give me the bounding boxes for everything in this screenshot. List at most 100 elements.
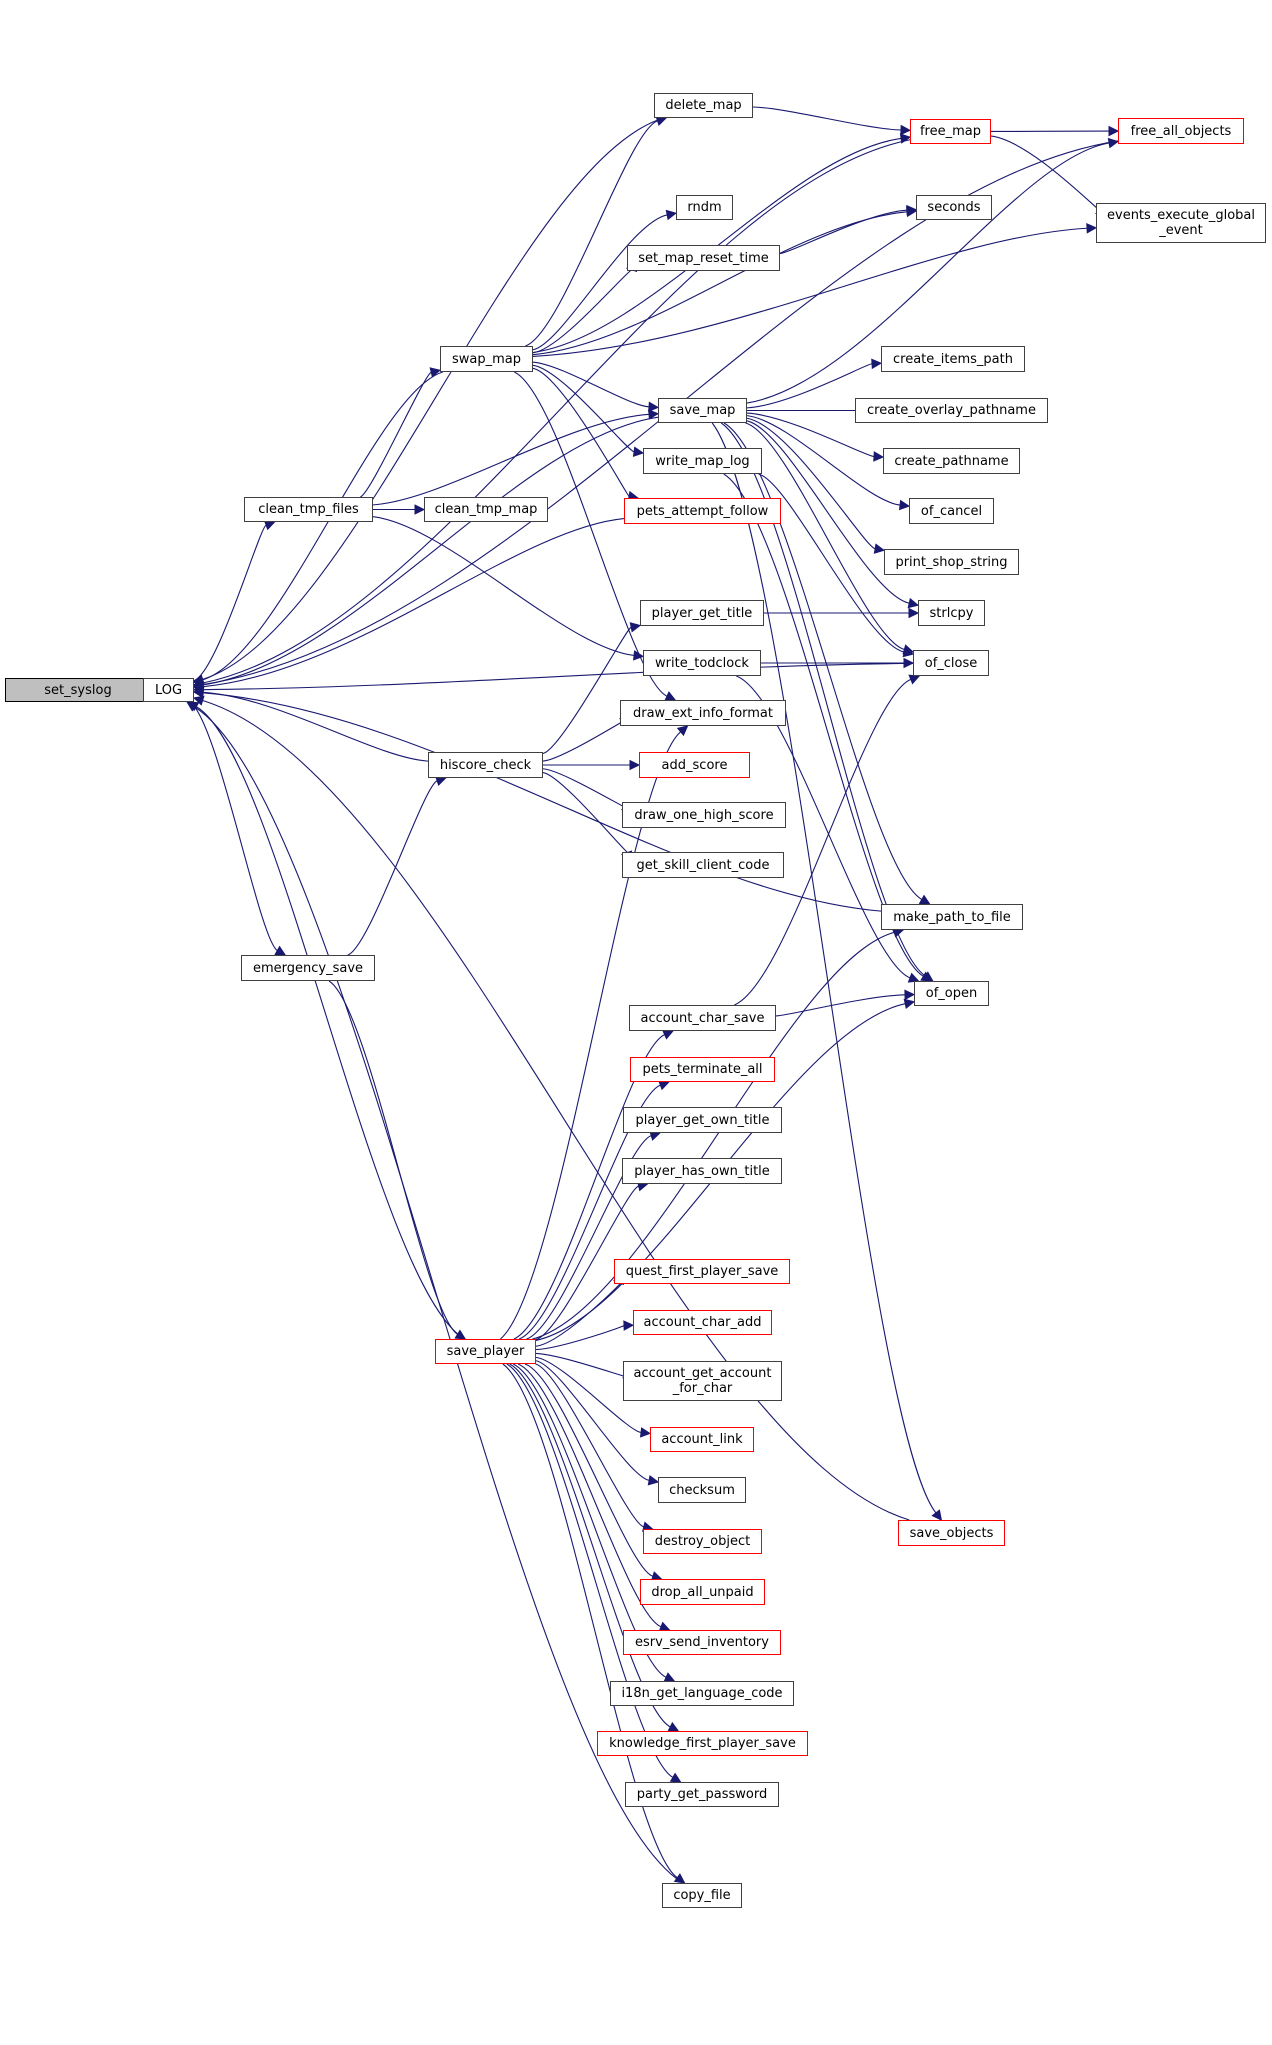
node-save-map[interactable]: save_map <box>658 398 747 423</box>
node-clean-tmp-files[interactable]: clean_tmp_files <box>244 497 373 522</box>
edge-copy-file-to-LOG <box>194 706 683 1884</box>
node-account-get-account-for-char[interactable]: account_get_account _for_char <box>623 1361 782 1401</box>
node-account-char-save[interactable]: account_char_save <box>629 1005 776 1031</box>
node-party-get-password[interactable]: party_get_password <box>625 1782 779 1807</box>
edge-save-player-to-make-path-to-file <box>532 931 895 1340</box>
node-clean-tmp-map[interactable]: clean_tmp_map <box>424 497 548 522</box>
arrowhead-icon <box>920 971 932 982</box>
node-save-player[interactable]: save_player <box>435 1339 536 1364</box>
node-seconds[interactable]: seconds <box>916 195 992 220</box>
node-get-skill-client-code[interactable]: get_skill_client_code <box>622 852 784 878</box>
edge-save-player-to-checksum <box>535 1360 650 1481</box>
edge-delete-map-to-free-map <box>752 106 902 131</box>
node-set-syslog[interactable]: set_syslog <box>5 678 151 702</box>
edge-swap-map-to-LOG <box>202 371 443 681</box>
node-esrv-send-inventory[interactable]: esrv_send_inventory <box>623 1630 781 1655</box>
node-checksum[interactable]: checksum <box>658 1477 746 1503</box>
edge-swap-map-to-seconds <box>532 211 908 356</box>
arrowhead-icon <box>873 451 885 462</box>
edge-hiscore-check-to-LOG <box>202 691 429 762</box>
edge-save-player-to-account-char-save <box>513 1034 665 1340</box>
edge-save-map-to-of-cancel <box>746 415 901 506</box>
edge-swap-map-to-delete-map <box>525 120 658 347</box>
node-save-objects[interactable]: save_objects <box>898 1520 1005 1546</box>
node-write-map-log[interactable]: write_map_log <box>643 448 762 474</box>
node-i18n-get-language-code[interactable]: i18n_get_language_code <box>610 1681 794 1706</box>
node-pets-terminate-all[interactable]: pets_terminate_all <box>630 1057 775 1082</box>
edge-save-map-to-of-close <box>745 422 905 650</box>
arrowhead-icon <box>192 695 205 706</box>
arrowhead-icon <box>873 543 886 554</box>
node-delete-map[interactable]: delete_map <box>654 93 753 118</box>
node-pets-attempt-follow[interactable]: pets_attempt_follow <box>624 498 781 524</box>
node-player-get-own-title[interactable]: player_get_own_title <box>623 1107 782 1133</box>
edge-swap-map-to-draw-ext-info-format <box>514 371 668 697</box>
node-player-has-own-title[interactable]: player_has_own_title <box>622 1158 782 1184</box>
edge-save-player-to-account-get-account-for-char <box>535 1352 633 1379</box>
node-knowledge-first-player-save[interactable]: knowledge_first_player_save <box>597 1731 808 1756</box>
node-create-items-path[interactable]: create_items_path <box>881 346 1025 372</box>
arrowhead-icon <box>908 674 921 685</box>
arrowhead-icon <box>639 1427 652 1438</box>
edge-save-map-to-LOG <box>202 416 659 686</box>
node-emergency-save[interactable]: emergency_save <box>241 955 375 981</box>
edge-account-char-save-to-of-close <box>734 678 912 1006</box>
node-destroy-object[interactable]: destroy_object <box>643 1529 762 1554</box>
edge-set-map-reset-time-to-seconds <box>779 209 908 255</box>
node-LOG[interactable]: LOG <box>143 678 194 702</box>
edge-save-player-to-player-get-own-title <box>526 1135 652 1340</box>
edge-save-player-to-destroy-object <box>535 1363 645 1528</box>
edge-save-player-to-i18n-get-language-code <box>512 1363 667 1678</box>
edge-emergency-save-to-hiscore-check <box>347 780 438 956</box>
node-draw-one-high-score[interactable]: draw_one_high_score <box>622 802 786 828</box>
arrowhead-icon <box>1086 222 1098 234</box>
arrowhead-icon <box>871 358 883 370</box>
node-add-score[interactable]: add_score <box>639 752 750 778</box>
node-rndm[interactable]: rndm <box>676 195 733 220</box>
edge-save-map-to-save-objects <box>711 422 937 1514</box>
node-set-map-reset-time[interactable]: set_map_reset_time <box>627 245 780 271</box>
edge-of-close-to-LOG <box>202 662 914 691</box>
node-account-char-add[interactable]: account_char_add <box>633 1310 772 1335</box>
node-copy-file[interactable]: copy_file <box>662 1883 742 1908</box>
arrowhead-icon <box>898 499 911 511</box>
edge-save-player-to-LOG <box>196 706 465 1340</box>
node-hiscore-check[interactable]: hiscore_check <box>428 752 543 778</box>
edge-save-player-to-esrv-send-inventory <box>517 1363 662 1628</box>
arrowhead-icon <box>623 1320 635 1331</box>
node-free-map[interactable]: free_map <box>910 119 991 144</box>
arrowhead-icon <box>903 657 915 669</box>
node-create-overlay-pathname[interactable]: create_overlay_pathname <box>855 398 1048 423</box>
edge-write-map-log-to-of-close <box>758 473 905 653</box>
arrowhead-icon <box>632 650 645 661</box>
node-player-get-title[interactable]: player_get_title <box>640 600 764 626</box>
edge-swap-map-to-write-map-log <box>532 364 635 453</box>
node-drop-all-unpaid[interactable]: drop_all_unpaid <box>640 1579 765 1605</box>
edge-save-player-to-drop-all-unpaid <box>524 1363 654 1577</box>
node-swap-map[interactable]: swap_map <box>440 346 533 372</box>
node-account-link[interactable]: account_link <box>650 1427 754 1452</box>
node-of-cancel[interactable]: of_cancel <box>909 498 994 524</box>
node-of-open[interactable]: of_open <box>914 981 989 1006</box>
node-make-path-to-file[interactable]: make_path_to_file <box>881 904 1023 930</box>
arrowhead-icon <box>629 759 641 771</box>
arrowhead-icon <box>907 597 920 609</box>
edge-save-map-to-create-items-path <box>746 363 873 409</box>
edge-LOG-to-emergency-save <box>189 701 278 952</box>
node-quest-first-player-save[interactable]: quest_first_player_save <box>614 1259 790 1284</box>
node-draw-ext-info-format[interactable]: draw_ext_info_format <box>620 700 786 726</box>
arrowhead-icon <box>1107 137 1120 149</box>
node-events-execute-global-event[interactable]: events_execute_global _event <box>1096 203 1266 243</box>
node-create-pathname[interactable]: create_pathname <box>883 448 1020 474</box>
arrowhead-icon <box>629 622 642 633</box>
arrowhead-icon <box>192 687 204 699</box>
node-of-close[interactable]: of_close <box>913 650 989 676</box>
node-strlcpy[interactable]: strlcpy <box>918 600 985 626</box>
edge-clean-tmp-files-to-save-map <box>372 413 650 506</box>
edge-save-player-to-account-link <box>535 1356 642 1433</box>
edge-save-player-to-player-has-own-title <box>535 1185 639 1341</box>
arrowhead-icon <box>665 209 678 221</box>
node-print-shop-string[interactable]: print_shop_string <box>884 549 1019 575</box>
node-free-all-objects[interactable]: free_all_objects <box>1118 118 1244 144</box>
node-write-todclock[interactable]: write_todclock <box>643 650 761 676</box>
